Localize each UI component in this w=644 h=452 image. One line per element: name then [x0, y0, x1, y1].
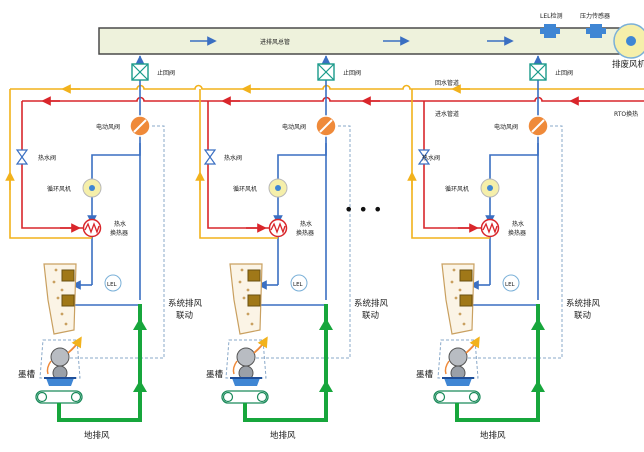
floor-exhaust-label: 地排风 [480, 430, 506, 441]
motor-damper [315, 115, 337, 137]
dryer-nozzle-box [43, 263, 77, 335]
hx-label-2: 换热器 [296, 229, 314, 237]
hx-label-1: 热水 [300, 220, 312, 228]
motor-damper-label: 电动风阀 [96, 123, 120, 131]
hx-label-2: 换热器 [110, 229, 128, 237]
hot-water-valve-label: 热水阀 [38, 154, 56, 162]
lel-badge: LEL [293, 282, 304, 288]
heat-exchanger [480, 218, 500, 238]
print-roller [225, 336, 268, 381]
conveyor [35, 390, 83, 404]
circulation-fan [82, 178, 102, 198]
linkage-label-1: 系统排风 [354, 298, 389, 309]
more-units-ellipsis: • • • [344, 200, 382, 219]
ink-tank [442, 377, 474, 386]
motor-damper [129, 115, 151, 137]
return-water-pipe: 回水管道 [10, 79, 644, 94]
floor-exhaust-label: 地排风 [270, 430, 296, 441]
linkage-label-1: 系统排风 [168, 298, 203, 309]
return-water-label: 回水管道 [435, 79, 459, 87]
check-valve [529, 63, 547, 81]
dryer-unit-2: 止回阀 电动风阀 系统排风 联动 循环风机 热水 换热器 [195, 55, 389, 441]
hot-water-valve-label: 热水阀 [224, 154, 242, 162]
linkage-label-2: 联动 [362, 310, 380, 321]
hot-water-valve [203, 149, 217, 165]
lel-detect-label: LEL检测 [540, 12, 562, 20]
heat-exchanger [268, 218, 288, 238]
ink-tank-label: 墨槽 [416, 369, 434, 380]
hx-label-1: 热水 [512, 220, 524, 228]
lel-sensor: LEL [502, 274, 520, 292]
check-valve [317, 63, 335, 81]
dryer-nozzle-box [229, 263, 263, 335]
conveyor [221, 390, 269, 404]
ink-tank-label: 墨槽 [206, 369, 224, 380]
hot-water-valve-label: 热水阀 [422, 154, 440, 162]
lel-sensor: LEL [104, 274, 122, 292]
rto-label: RTO换热 [614, 110, 638, 118]
pressure-sensor: 压力传感器 [580, 12, 610, 38]
hot-water-valve [417, 149, 431, 165]
ink-tank [230, 377, 262, 386]
supply-water-pipe: 进水管道 RTO换热 [22, 96, 644, 118]
circ-fan-label: 循环风机 [47, 185, 71, 193]
check-valve [131, 63, 149, 81]
floor-exhaust-duct [57, 304, 147, 422]
check-valve-label: 止回阀 [343, 69, 361, 77]
ink-tank-label: 墨槽 [18, 369, 36, 380]
dryer-unit-3: 止回阀 电动风阀 系统排风 联动 循环风机 热水 换热器 [407, 55, 601, 441]
circ-fan-label: 循环风机 [233, 185, 257, 193]
supply-water-label: 进水管道 [435, 110, 459, 118]
check-valve-label: 止回阀 [157, 69, 175, 77]
motor-damper-label: 电动风阀 [494, 123, 518, 131]
check-valve-label: 止回阀 [555, 69, 573, 77]
ink-tank [44, 377, 76, 386]
main-exhaust-duct: 进排风总管 [98, 27, 620, 55]
circulation-fan [268, 178, 288, 198]
lel-sensor: LEL [290, 274, 308, 292]
hx-label-2: 换热器 [508, 229, 526, 237]
lel-detector: LEL检测 [540, 12, 562, 38]
print-roller [39, 336, 82, 381]
floor-exhaust-duct [455, 304, 545, 422]
linkage-label-2: 联动 [176, 310, 194, 321]
linkage-label-2: 联动 [574, 310, 592, 321]
motor-damper [527, 115, 549, 137]
lel-badge: LEL [107, 282, 118, 288]
hot-water-valve [15, 149, 29, 165]
dryer-unit-1: 止回阀 电动风阀 系统排风 联动 循环风机 热水 换热器 [5, 55, 203, 441]
lel-badge: LEL [505, 282, 516, 288]
print-roller [437, 336, 480, 381]
exhaust-fan-label: 排废风机 [612, 59, 644, 70]
linkage-label-1: 系统排风 [566, 298, 601, 309]
heat-exchanger [82, 218, 102, 238]
hx-label-1: 热水 [114, 220, 126, 228]
pressure-sensor-label: 压力传感器 [580, 12, 610, 20]
duct-label: 进排风总管 [260, 38, 290, 46]
motor-damper-label: 电动风阀 [282, 123, 306, 131]
exhaust-fan: 排废风机 [612, 23, 644, 70]
floor-exhaust-label: 地排风 [84, 430, 110, 441]
conveyor [433, 390, 481, 404]
dryer-nozzle-box [441, 263, 475, 335]
circulation-fan [480, 178, 500, 198]
circ-fan-label: 循环风机 [445, 185, 469, 193]
floor-exhaust-duct [243, 304, 333, 422]
